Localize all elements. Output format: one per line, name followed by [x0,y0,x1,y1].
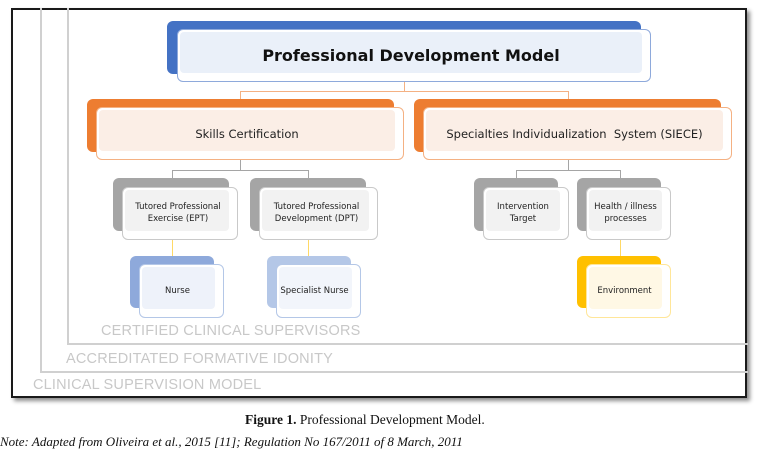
nurse-label: Nurse [165,286,190,296]
ept-node: Tutored Professional Exercise (EPT) [122,187,238,240]
note-text: Adapted from Oliveira et al., 2015 [11];… [31,434,463,449]
connector-health [620,170,621,179]
intervention-target-node: Intervention Target [483,187,569,240]
connector-root-horizontal [240,91,569,92]
environment-label: Environment [597,286,652,296]
certified-clinical-supervisors-frame [67,8,748,345]
note-label: Note: [0,434,29,449]
ept-label: Tutored Professional Exercise (EPT) [135,202,221,224]
skills-certification-node: Skills Certification [96,107,404,160]
health-illness-label: Health / illness processes [594,202,657,224]
dpt-label: Tutored Professional Development (DPT) [273,202,360,224]
intervention-target-label: Intervention Target [497,202,549,224]
connector-specialist-nurse [308,240,309,257]
siece-label: Specialties Individualization System (SI… [446,126,703,141]
connector-root [404,80,405,91]
figure-note: Note: Adapted from Oliveira et al., 2015… [0,434,463,450]
connector-siece [568,91,569,101]
dpt-node: Tutored Professional Development (DPT) [259,187,378,240]
nurse-node: Nurse [139,264,224,318]
figure-label: Figure 1. [245,412,297,427]
frame-label-certified-clinical-supervisors: CERTIFIED CLINICAL SUPERVISORS [101,323,361,339]
environment-node: Environment [586,264,671,318]
connector-dpt [308,170,309,179]
specialist-nurse-label: Specialist Nurse [280,286,349,296]
frame-label-clinical-supervision-model: CLINICAL SUPERVISION MODEL [33,377,262,393]
connector-skills [240,91,241,101]
root-node-label: Professional Development Model [262,46,560,65]
connector-siece-down [568,160,569,171]
figure-caption: Figure 1. Professional Development Model… [245,412,485,428]
connector-skills-horizontal [172,170,309,171]
frame-label-accreditated-formative-idonity: ACCREDITATED FORMATIVE IDONITY [66,351,334,367]
siece-node: Specialties Individualization System (SI… [423,107,732,160]
connector-nurse [172,240,173,257]
health-illness-node: Health / illness processes [586,187,671,240]
skills-certification-label: Skills Certification [195,126,299,141]
figure-title: Professional Development Model. [299,412,485,427]
accreditated-formative-idonity-frame [40,8,748,373]
connector-ept [172,170,173,179]
connector-environment [620,240,621,257]
root-node: Professional Development Model [177,29,651,82]
connector-intervention [516,170,517,179]
connector-skills-down [240,160,241,171]
connector-siece-horizontal [516,170,621,171]
specialist-nurse-node: Specialist Nurse [276,264,361,318]
